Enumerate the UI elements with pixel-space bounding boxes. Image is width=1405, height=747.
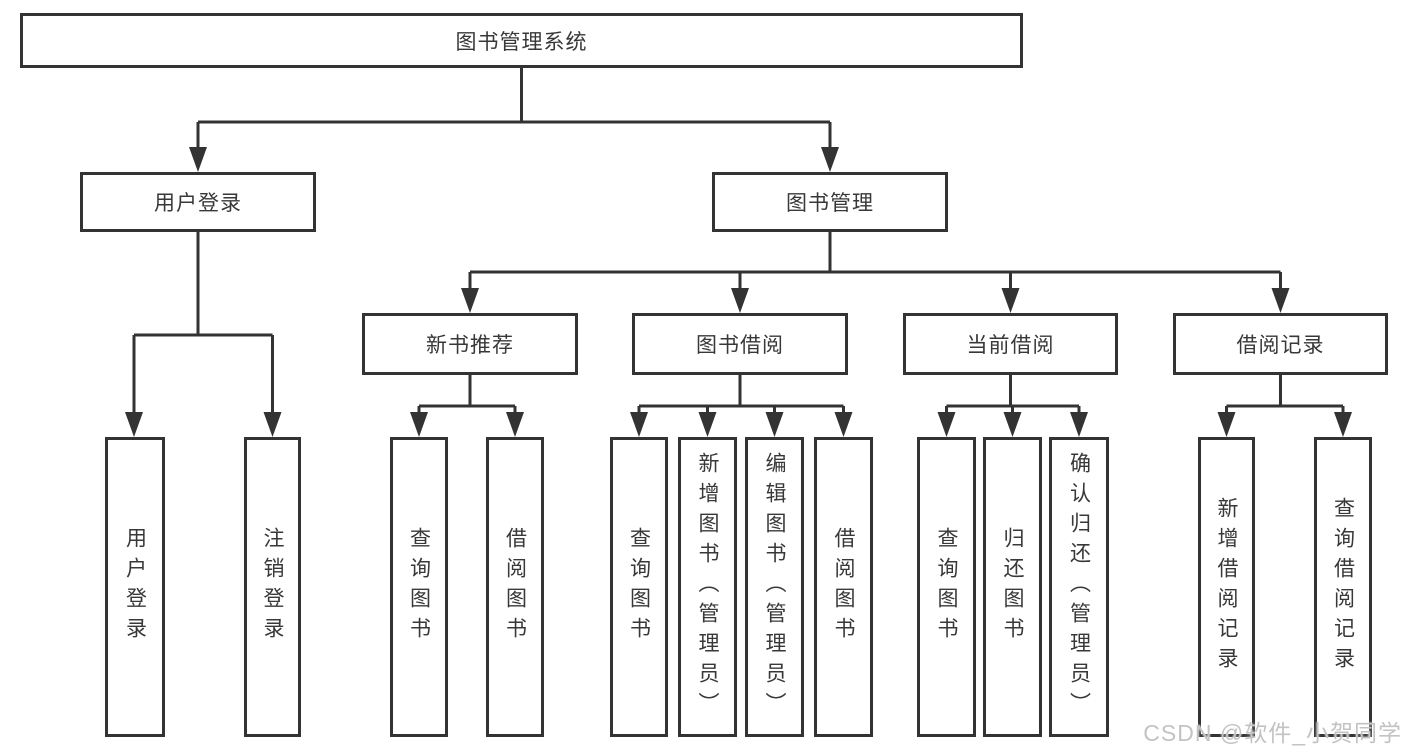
node-user-login: 用户登录 [80,172,316,232]
leaf-user-login: 用户登录 [105,437,165,737]
node-current-borrow: 当前借阅 [903,313,1118,375]
node-borrow-record-label: 借阅记录 [1236,334,1325,357]
leaf-confirm-return-admin: 确认归还（管理员） [1049,437,1109,737]
leaf-recommend-query-book-label: 查询图书 [407,527,431,647]
leaf-recommend-borrow-book-label: 借阅图书 [503,527,527,647]
leaf-borrow-query-book-label: 查询图书 [627,527,651,647]
leaf-current-query-book: 查询图书 [917,437,976,737]
leaf-logout: 注销登录 [244,437,301,737]
leaf-borrow-query-book: 查询图书 [610,437,668,737]
csdn-watermark: CSDN @软件_小贺同学 [1143,720,1402,746]
leaf-recommend-borrow-book: 借阅图书 [486,437,544,737]
node-current-borrow-label: 当前借阅 [966,334,1055,357]
leaf-add-book-admin: 新增图书（管理员） [678,437,737,737]
leaf-edit-book-admin-label: 编辑图书（管理员） [763,452,786,722]
node-new-book-recommend-label: 新书推荐 [426,334,514,357]
leaf-query-borrow-record: 查询借阅记录 [1314,437,1372,737]
leaf-borrow-book: 借阅图书 [814,437,873,737]
leaf-logout-label: 注销登录 [261,527,284,647]
leaf-recommend-query-book: 查询图书 [390,437,448,737]
leaf-query-borrow-record-label: 查询借阅记录 [1331,497,1355,677]
leaf-borrow-book-label: 借阅图书 [832,527,855,647]
leaf-user-login-label: 用户登录 [123,527,147,647]
leaf-edit-book-admin: 编辑图书（管理员） [745,437,804,737]
node-book-borrow: 图书借阅 [632,313,848,375]
leaf-return-book: 归还图书 [983,437,1042,737]
leaf-add-borrow-record: 新增借阅记录 [1198,437,1255,737]
node-book-management: 图书管理 [712,172,948,232]
leaf-add-book-admin-label: 新增图书（管理员） [696,452,719,722]
leaf-return-book-label: 归还图书 [1001,527,1024,647]
node-root: 图书管理系统 [20,13,1023,68]
node-user-login-label: 用户登录 [154,192,242,215]
node-borrow-record: 借阅记录 [1173,313,1388,375]
node-book-management-label: 图书管理 [786,192,874,215]
node-new-book-recommend: 新书推荐 [362,313,578,375]
node-book-borrow-label: 图书借阅 [696,334,784,357]
leaf-confirm-return-admin-label: 确认归还（管理员） [1067,452,1091,722]
leaf-current-query-book-label: 查询图书 [935,527,958,647]
node-root-label: 图书管理系统 [455,30,588,54]
leaf-add-borrow-record-label: 新增借阅记录 [1215,497,1238,677]
